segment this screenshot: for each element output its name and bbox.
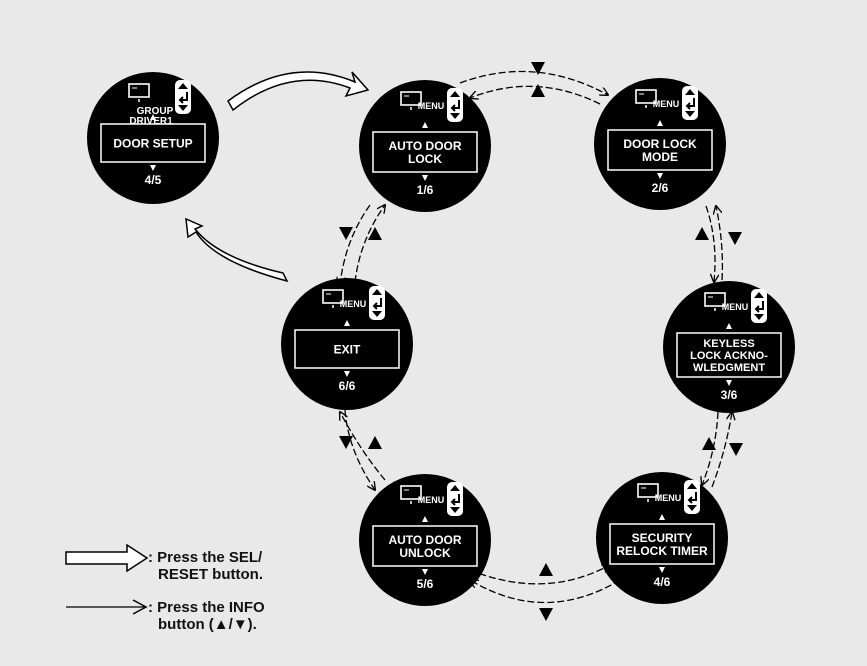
label-box — [607, 129, 713, 171]
screen-label-line: LOCK ACKNO- — [690, 350, 768, 362]
menu-label: MENU — [418, 101, 445, 111]
down-indicator-icon — [659, 567, 665, 573]
legend-info-text: : Press the INFO button (▲/▼). — [148, 599, 265, 633]
legend-sel-line1: : Press the SEL/ — [148, 549, 263, 566]
page-indicator: 2/6 — [652, 181, 669, 195]
info-arrows — [340, 70, 732, 604]
up-indicator-icon — [150, 114, 156, 120]
screen-label-line: DOOR LOCK — [623, 137, 697, 151]
screen-label-line: RELOCK TIMER — [616, 544, 708, 558]
page-indicator: 1/6 — [417, 183, 434, 197]
sel-reset-arrow-to-auto-lock — [227, 71, 370, 112]
menu-label: MENU — [340, 299, 367, 309]
page-indicator: 3/6 — [721, 388, 738, 402]
monitor-icon — [128, 83, 150, 102]
page-indicator: 4/6 — [654, 575, 671, 589]
legend-info-line2: button (▲/▼). — [158, 616, 257, 633]
page-indicator: 5/6 — [417, 577, 434, 591]
down-indicator-icon — [422, 569, 428, 575]
legend-info-line1: : Press the INFO — [148, 599, 265, 616]
label-box — [100, 123, 206, 163]
page-indicator: 6/6 — [339, 379, 356, 393]
select-button-icon — [751, 289, 767, 323]
screen-label-line: DOOR SETUP — [113, 136, 192, 150]
select-button-icon — [175, 80, 191, 114]
up-indicator-icon — [422, 122, 428, 128]
legend-sel-text: : Press the SEL/ RESET button. — [148, 549, 263, 583]
up-indicator-icon — [422, 516, 428, 522]
up-indicator-icon — [726, 323, 732, 329]
down-indicator-icon — [657, 173, 663, 179]
select-button-icon — [684, 480, 700, 514]
menu-label: MENU — [653, 99, 680, 109]
up-indicator-icon — [659, 514, 665, 520]
menu-label: MENU — [418, 495, 445, 505]
label-box — [676, 332, 782, 378]
menu-label: MENU — [722, 302, 749, 312]
menu-label: MENU — [655, 493, 682, 503]
screen-label-line: SECURITY — [632, 531, 693, 545]
screen-label-line: AUTO DOOR — [388, 533, 461, 547]
info-triangles — [339, 62, 743, 621]
down-indicator-icon — [422, 175, 428, 181]
select-button-icon — [447, 88, 463, 122]
down-indicator-icon — [150, 165, 156, 171]
legend-info-arrow — [66, 599, 148, 615]
label-box — [372, 525, 478, 567]
monitor-icon — [400, 485, 422, 504]
monitor-icon — [400, 91, 422, 110]
screen-exit: MENU EXIT 6/6 — [281, 278, 413, 410]
screen-label-line: AUTO DOOR — [388, 139, 461, 153]
label-box — [294, 329, 400, 369]
monitor-icon — [704, 292, 726, 311]
monitor-icon — [637, 483, 659, 502]
label-box — [609, 523, 715, 565]
legend-sel-arrow — [65, 543, 149, 573]
screen-label-line: LOCK — [408, 152, 442, 166]
screen-label-line: WLEDGMENT — [693, 362, 765, 374]
select-button-icon — [369, 286, 385, 320]
legend-sel-line2: RESET button. — [158, 566, 263, 583]
monitor-icon — [322, 289, 344, 308]
label-box — [372, 131, 478, 173]
screen-label-line: KEYLESS — [703, 338, 754, 350]
monitor-icon — [635, 89, 657, 108]
up-indicator-icon — [344, 320, 350, 326]
sel-reset-arrow-to-door-setup — [185, 217, 289, 283]
down-indicator-icon — [726, 380, 732, 386]
page-indicator: 4/5 — [145, 173, 162, 187]
driver-label: DRIVER1 — [129, 116, 173, 127]
up-indicator-icon — [657, 120, 663, 126]
screen-label-line: MODE — [642, 150, 678, 164]
select-button-icon — [682, 86, 698, 120]
select-button-icon — [447, 482, 463, 516]
screen-label-line: UNLOCK — [399, 546, 451, 560]
group-label: GROUP — [137, 106, 174, 117]
down-indicator-icon — [344, 371, 350, 377]
screen-label-line: EXIT — [334, 342, 361, 356]
